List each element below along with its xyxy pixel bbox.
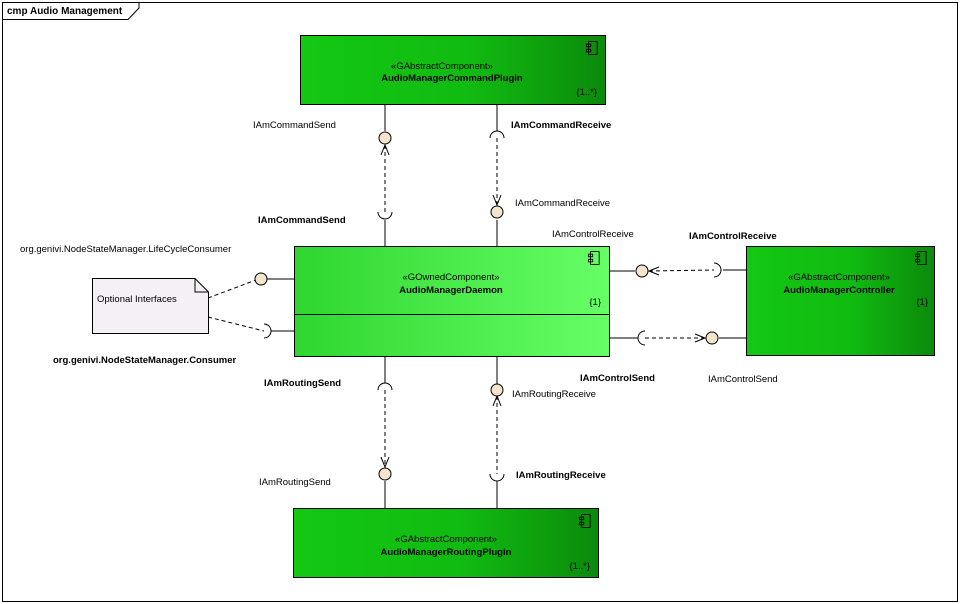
stereotype: «GAbstractComponent» [395,534,497,545]
frame-title: cmp Audio Management [7,6,123,17]
stereotype: «GAbstractComponent» [391,61,493,72]
component-command-plugin[interactable]: «GAbstractComponent» AudioManagerCommand… [300,35,606,105]
interface-ball-cmd-receive [490,205,504,219]
component-name: AudioManagerController [783,285,895,296]
label-ctrl-recv-controller: IAmControlReceive [689,231,777,242]
interface-ball-routing-send [378,467,392,481]
socket-consumer [263,323,272,339]
socket-cmd-receive [489,130,505,139]
label-cmd-recv-bottom: IAmCommandReceive [515,198,610,209]
label-ctrl-send-daemon: IAmControlSend [580,373,655,384]
socket-routing-send [377,382,393,391]
note-text: Optional Interfaces [97,294,177,305]
label-rt-send-top: IAmRoutingSend [264,378,341,389]
component-name: AudioManagerCommandPlugin [381,73,523,84]
interface-labels: IAmCommandSend IAmCommandSend IAmCommand… [20,120,778,488]
stereotype: «GAbstractComponent» [788,272,890,283]
component-routing-plugin[interactable]: «GAbstractComponent» AudioManagerRouting… [293,508,599,578]
multiplicity: {1} [916,297,928,308]
label-rt-send-bottom: IAmRoutingSend [259,477,331,488]
label-rt-recv-bottom: IAmRoutingReceive [516,470,606,481]
multiplicity: {1..*} [576,87,597,98]
note-optional-interfaces[interactable]: Optional Interfaces [92,278,209,334]
interface-ball-lifecycle [254,272,268,286]
provided-interfaces [254,131,719,481]
component-controller[interactable]: «GAbstractComponent» AudioManagerControl… [746,246,935,356]
socket-control-send [637,330,646,346]
label-cmd-recv-top: IAmCommandReceive [511,120,611,131]
socket-control-receive [713,262,722,278]
component-name: AudioManagerRoutingPlugin [381,547,512,558]
required-interfaces [263,130,722,482]
multiplicity: {1} [589,297,601,308]
multiplicity: {1..*} [569,561,590,572]
component-name: AudioManagerDaemon [399,285,503,296]
interface-ball-control-receive [635,264,649,278]
dependencies [207,138,715,474]
label-cmd-send-bottom: IAmCommandSend [258,215,346,226]
component-daemon[interactable]: «GOwnedComponent» AudioManagerDaemon {1} [294,246,610,357]
label-ctrl-send-controller: IAmControlSend [708,374,778,385]
interface-ball-cmd-send [378,131,392,145]
label-ctrl-recv-daemon: IAmControlReceive [552,229,634,240]
socket-routing-receive [489,473,505,482]
connectors [267,105,746,508]
label-cmd-send-top: IAmCommandSend [253,120,336,131]
interface-ball-routing-receive [490,383,504,397]
label-consumer: org.genivi.NodeStateManager.Consumer [53,355,236,366]
socket-cmd-send [377,211,393,220]
interface-ball-control-send [705,331,719,345]
label-rt-recv-top: IAmRoutingReceive [512,389,596,400]
stereotype: «GOwnedComponent» [402,272,499,283]
label-lifecycle-consumer: org.genivi.NodeStateManager.LifeCycleCon… [20,244,231,255]
